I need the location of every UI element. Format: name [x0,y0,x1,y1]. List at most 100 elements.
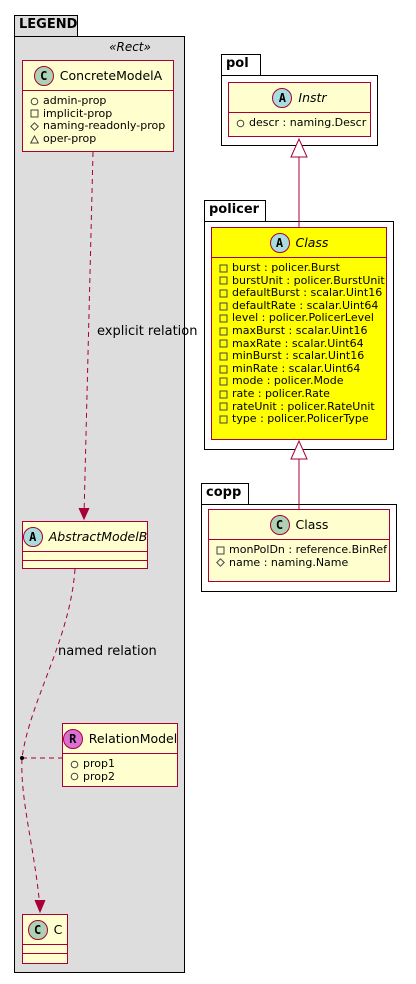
class-circle-icon: C [33,65,54,86]
attribute-text: rateUnit : policer.RateUnit [232,399,375,413]
attribute-text: minRate : scalar.Uint64 [232,361,361,375]
attribute-row: rateUnit : policer.RateUnit [212,399,386,414]
private-visibility-icon [218,264,228,273]
private-visibility-icon [29,109,39,118]
class-name: ConcreteModelA [59,68,163,83]
public-visibility-icon [29,97,39,106]
named-relation-edge [21,568,76,909]
private-visibility-icon [218,377,228,386]
class-divider [23,953,67,954]
attribute-text: maxRate : scalar.Uint64 [232,336,364,350]
attribute-row: minBurst : scalar.Uint16 [212,350,386,363]
attribute-text: naming-readonly-prop [43,119,166,133]
public-visibility-icon [69,772,79,781]
attribute-text: oper-prop [43,131,97,145]
attribute-row: type : policer.PolicerType [212,413,386,426]
class-abstract-model-b[interactable]: A AbstractModelB [22,521,148,569]
private-visibility-icon [218,327,228,336]
class-header: C C [23,915,67,945]
relation-circle-icon: R [62,728,83,749]
attribute-text: maxBurst : scalar.Uint16 [232,323,368,337]
copp-package-tab: copp [201,483,249,505]
private-visibility-icon [215,546,225,555]
class-name: AbstractModelB [48,529,148,544]
attribute-row: implicit-prop [23,106,173,121]
attribute-row: maxBurst : scalar.Uint16 [212,323,386,338]
class-name: RelationModel [88,731,178,746]
attribute-text: burstUnit : policer.BurstUnit [232,273,385,287]
attribute-row: maxRate : scalar.Uint64 [212,336,386,351]
attribute-text: minBurst : scalar.Uint16 [232,349,365,363]
private-visibility-icon [218,314,228,323]
class-name: Class [295,235,329,250]
attribute-row: burst : policer.Burst [212,261,386,275]
attribute-text: prop1 [83,757,115,770]
class-c[interactable]: C C [22,914,68,964]
class-name: C [53,922,63,937]
public-visibility-icon [69,760,79,769]
attribute-text: defaultRate : scalar.Uint64 [232,298,379,312]
class-header: A AbstractModelB [22,522,148,552]
policer-package-title: policer [209,202,260,217]
relation-junction-dot [20,756,24,760]
attribute-row: prop1 [63,757,177,771]
attribute-row: minRate : scalar.Uint64 [212,361,386,376]
attribute-text: implicit-prop [43,106,113,120]
class-pol-instr[interactable]: A Instr descr : naming.Descr [228,82,371,137]
attribute-text: descr : naming.Descr [249,116,367,129]
class-header: C ConcreteModelA [23,61,173,91]
explicit-relation-arrowhead [78,507,90,521]
legend-package-title: LEGEND [19,17,78,32]
attribute-text: rate : policer.Rate [232,386,330,400]
attribute-text: level : policer.PolicerLevel [232,311,374,325]
attribute-row: oper-prop [23,131,173,146]
class-name: Instr [298,90,327,105]
named-relation-label: named relation [58,644,157,659]
protected-visibility-icon [29,122,39,131]
attribute-text: prop2 [83,769,115,783]
attribute-text: burst : policer.Burst [232,261,340,274]
attribute-row: prop2 [63,769,177,784]
attribute-row: defaultBurst : scalar.Uint16 [212,287,386,300]
class-divider [23,560,147,561]
copp-policer-inheritance-arrowhead [290,439,308,460]
attribute-text: name : naming.Name [229,555,349,569]
class-header: A Class [212,228,386,258]
attribute-row: monPolDn : reference.BinRef [209,543,389,557]
policer-package-tab: policer [204,200,266,222]
class-circle-icon: C [269,514,290,535]
attribute-text: admin-prop [43,94,107,107]
class-header: R RelationModel [62,724,178,754]
copp-package-title: copp [206,485,242,500]
legend-package [14,36,185,973]
private-visibility-icon [218,302,228,311]
pol-package-title: pol [226,56,249,71]
attribute-row: name : naming.Name [209,555,389,570]
private-visibility-icon [218,352,228,361]
attribute-row: burstUnit : policer.BurstUnit [212,273,386,288]
attribute-text: mode : policer.Mode [232,374,344,388]
explicit-relation-edge [83,151,94,517]
class-circle-icon: C [27,919,48,940]
private-visibility-icon [218,339,228,348]
attribute-row: defaultRate : scalar.Uint64 [212,298,386,313]
policer-instr-inheritance-arrowhead [290,137,308,158]
package-visibility-icon [29,134,39,144]
class-name: Class [295,517,329,532]
abstract-circle-icon: A [22,526,43,547]
attribute-row: level : policer.PolicerLevel [212,312,386,325]
attribute-text: defaultBurst : scalar.Uint16 [232,286,383,300]
protected-visibility-icon [215,558,225,568]
attribute-list: descr : naming.Descr [229,113,370,130]
legend-package-tab: LEGEND [14,15,78,37]
named-relation-arrowhead [34,899,46,914]
explicit-relation-label: explicit relation [97,324,198,339]
